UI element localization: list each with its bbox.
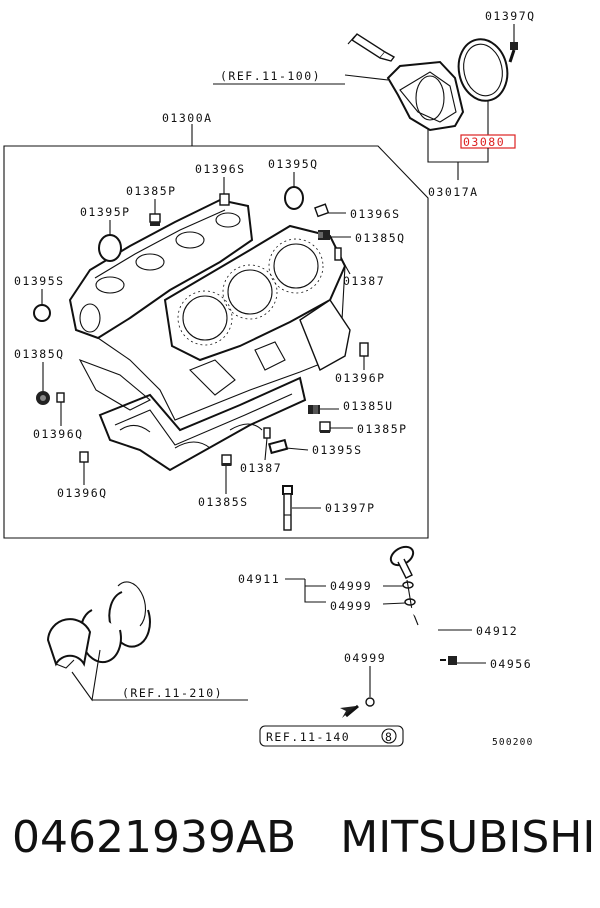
- oil-seal-ring[interactable]: [453, 35, 513, 106]
- label-01300a[interactable]: 01300A: [162, 111, 213, 125]
- label-01396s-a[interactable]: 01396S: [195, 162, 246, 176]
- part-01385q-a[interactable]: [318, 230, 330, 240]
- label-04999-a[interactable]: 04999: [330, 579, 372, 593]
- seal-retainer[interactable]: [386, 60, 465, 132]
- label-01387-b[interactable]: 01387: [240, 461, 282, 475]
- part-01397p[interactable]: [282, 485, 293, 531]
- part-01396s-a[interactable]: [219, 193, 230, 206]
- ref-11-140-circle-number: 8: [385, 730, 392, 744]
- rear-oil-seal-group: (REF.11-100) 01397Q 03080 03017A: [213, 9, 536, 199]
- ref-11-140-box[interactable]: [259, 725, 404, 747]
- cylinder-bore-1: [182, 295, 228, 341]
- label-01385s[interactable]: 01385S: [198, 495, 249, 509]
- block-labels: 01396S 01395Q 01385P 01395P 01396S 01385…: [14, 157, 408, 515]
- piston-ring-middle[interactable]: [79, 609, 122, 664]
- ref-11-210-label[interactable]: (REF.11-210): [122, 686, 223, 700]
- part-01395s-b[interactable]: [268, 438, 289, 455]
- label-04999-c[interactable]: 04999: [344, 651, 386, 665]
- part-01395p[interactable]: [98, 234, 122, 262]
- label-03017a[interactable]: 03017A: [428, 185, 479, 199]
- bolt-04956[interactable]: [440, 656, 457, 665]
- sealant-tube: [347, 33, 396, 62]
- label-04999-b[interactable]: 04999: [330, 599, 372, 613]
- part-01387-a[interactable]: [334, 247, 342, 261]
- label-01395s-b[interactable]: 01395S: [312, 443, 363, 457]
- oil-level-gauge-group: 04911 04999 04999 04912 04999 04956 REF.…: [238, 543, 532, 747]
- part-01396q-b[interactable]: [79, 451, 89, 463]
- label-01397q: 01397Q: [485, 9, 536, 23]
- label-01395s-a[interactable]: 01395S: [14, 274, 65, 288]
- bearing-shell[interactable]: [46, 618, 92, 667]
- label-01385p-a[interactable]: 01385P: [126, 184, 177, 198]
- label-03080[interactable]: 03080: [463, 135, 505, 149]
- label-04911[interactable]: 04911: [238, 572, 280, 586]
- parts-diagram: (REF.11-100) 01397Q 03080 03017A 01300A: [3, 9, 536, 748]
- part-01396s-b[interactable]: [314, 203, 330, 218]
- o-ring-lower[interactable]: [365, 697, 375, 707]
- label-04912[interactable]: 04912: [476, 624, 518, 638]
- part-01385p-b[interactable]: [319, 421, 331, 433]
- label-01397p[interactable]: 01397P: [325, 501, 376, 515]
- part-01385p-a[interactable]: [149, 213, 161, 226]
- part-01396p[interactable]: [359, 342, 369, 357]
- caption-brand: MITSUBISHI: [340, 812, 596, 863]
- label-01385q-b[interactable]: 01385Q: [14, 347, 65, 361]
- drawing-code: 500200: [492, 737, 534, 748]
- piston-rings-group: (REF.11-210): [46, 581, 248, 702]
- part-01395q-a[interactable]: [284, 186, 304, 210]
- cylinder-bore-2: [227, 269, 273, 315]
- label-01395q-a[interactable]: 01395Q: [268, 157, 319, 171]
- label-01385u[interactable]: 01385U: [343, 399, 394, 413]
- ref-11-100-leader: [344, 74, 389, 81]
- ref-arrow-icon: [340, 706, 356, 718]
- ref-11-100-label[interactable]: (REF.11-100): [220, 69, 321, 83]
- caption: 04621939AB MITSUBISHI: [12, 812, 596, 872]
- part-01396q-a[interactable]: [56, 392, 65, 403]
- ref-11-140-label[interactable]: REF.11-140: [266, 730, 350, 744]
- label-01385p-b[interactable]: 01385P: [357, 422, 408, 436]
- part-01385q-b[interactable]: [36, 391, 50, 405]
- label-04956[interactable]: 04956: [490, 657, 532, 671]
- cylinder-bore-3: [273, 243, 319, 289]
- block-frame: [3, 145, 429, 539]
- cylinder-block[interactable]: [68, 198, 351, 472]
- label-01396s-b[interactable]: 01396S: [350, 207, 401, 221]
- part-01387-b[interactable]: [263, 427, 271, 439]
- dipstick-handle[interactable]: [388, 543, 417, 579]
- label-01396q-b[interactable]: 01396Q: [57, 486, 108, 500]
- label-01387-a[interactable]: 01387: [343, 274, 385, 288]
- caption-part-number: 04621939AB: [12, 812, 297, 863]
- label-01396q-a[interactable]: 01396Q: [33, 427, 84, 441]
- bolt-01397q[interactable]: [508, 42, 518, 63]
- part-01395s-a[interactable]: [33, 304, 51, 322]
- part-01385s[interactable]: [221, 454, 232, 466]
- label-01395p[interactable]: 01395P: [80, 205, 131, 219]
- label-01385q-a[interactable]: 01385Q: [355, 231, 406, 245]
- label-01396p[interactable]: 01396P: [335, 371, 386, 385]
- part-01385u[interactable]: [308, 405, 320, 414]
- oil-seal-ring-inner: [463, 43, 503, 97]
